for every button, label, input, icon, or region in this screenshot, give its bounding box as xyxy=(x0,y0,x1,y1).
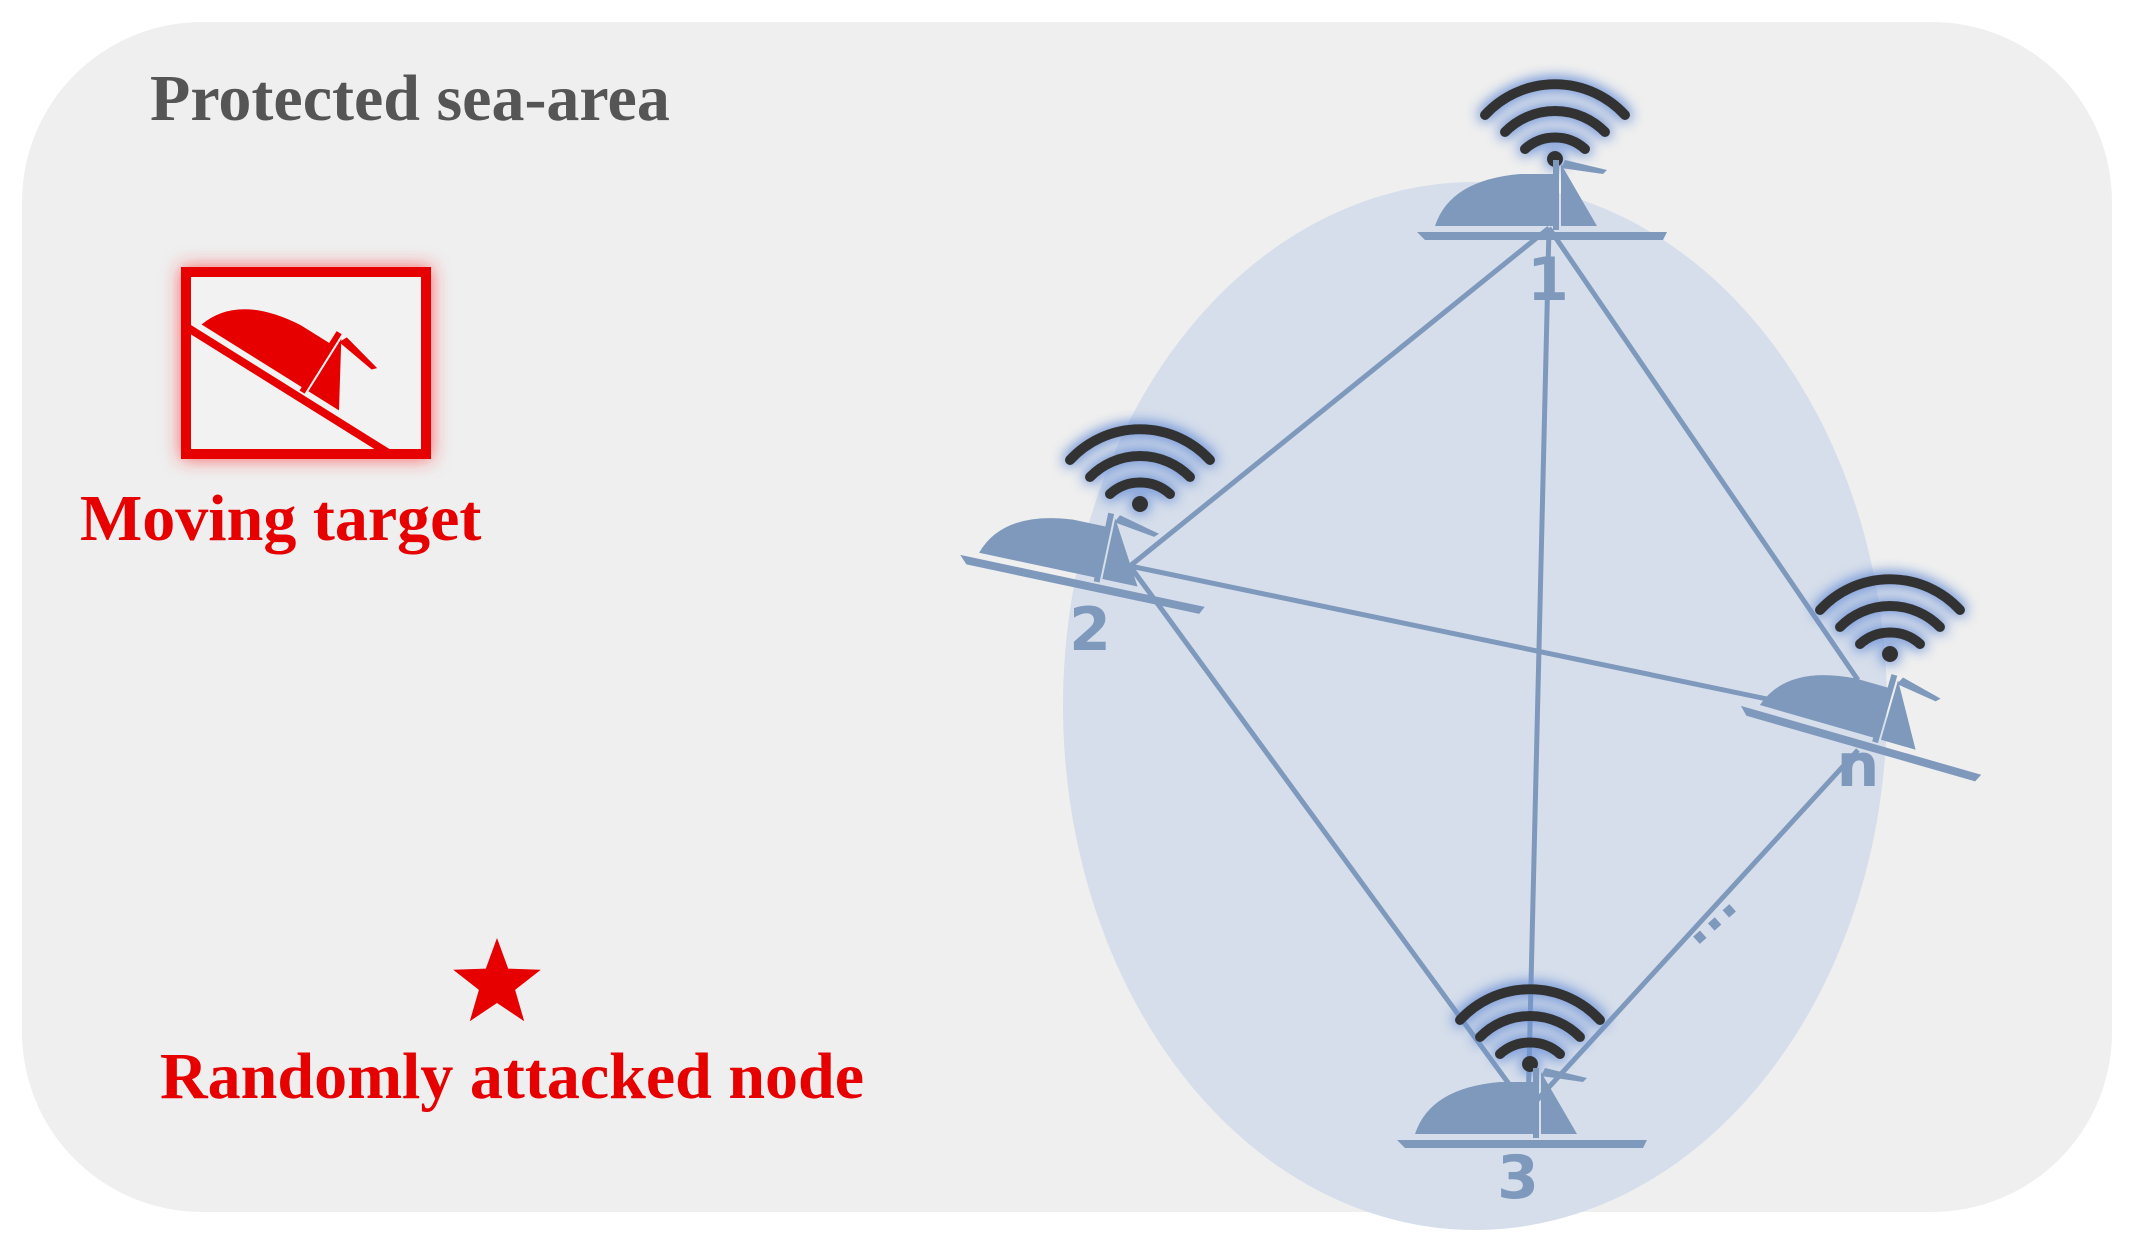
link-1-n xyxy=(1546,226,1861,682)
moving-target-legend: Moving target xyxy=(80,259,481,555)
network-links xyxy=(1127,226,1861,1112)
attacked-node-label: Randomly attacked node xyxy=(160,1040,864,1113)
attacked-node-legend: Randomly attacked node xyxy=(160,938,864,1113)
node-2: 2 xyxy=(958,429,1220,665)
network-coverage-area xyxy=(1063,182,1887,1230)
area-title: Protected sea-area xyxy=(150,62,670,135)
moving-target-label: Moving target xyxy=(80,482,481,555)
node-3: 3 xyxy=(1397,989,1647,1213)
node-label-3: 3 xyxy=(1497,1143,1539,1213)
link-3-n xyxy=(1526,748,1860,1112)
node-1: 1 xyxy=(1417,84,1667,315)
link-1-3 xyxy=(1525,227,1552,1111)
node-label-n: n xyxy=(1837,731,1880,801)
node-n: n xyxy=(1738,579,2002,801)
red-star-icon xyxy=(453,938,541,1022)
link-1-2 xyxy=(1128,226,1551,568)
node-label-2: 2 xyxy=(1069,595,1111,665)
node-label-1: 1 xyxy=(1527,245,1569,315)
link-2-n xyxy=(1129,563,1859,721)
